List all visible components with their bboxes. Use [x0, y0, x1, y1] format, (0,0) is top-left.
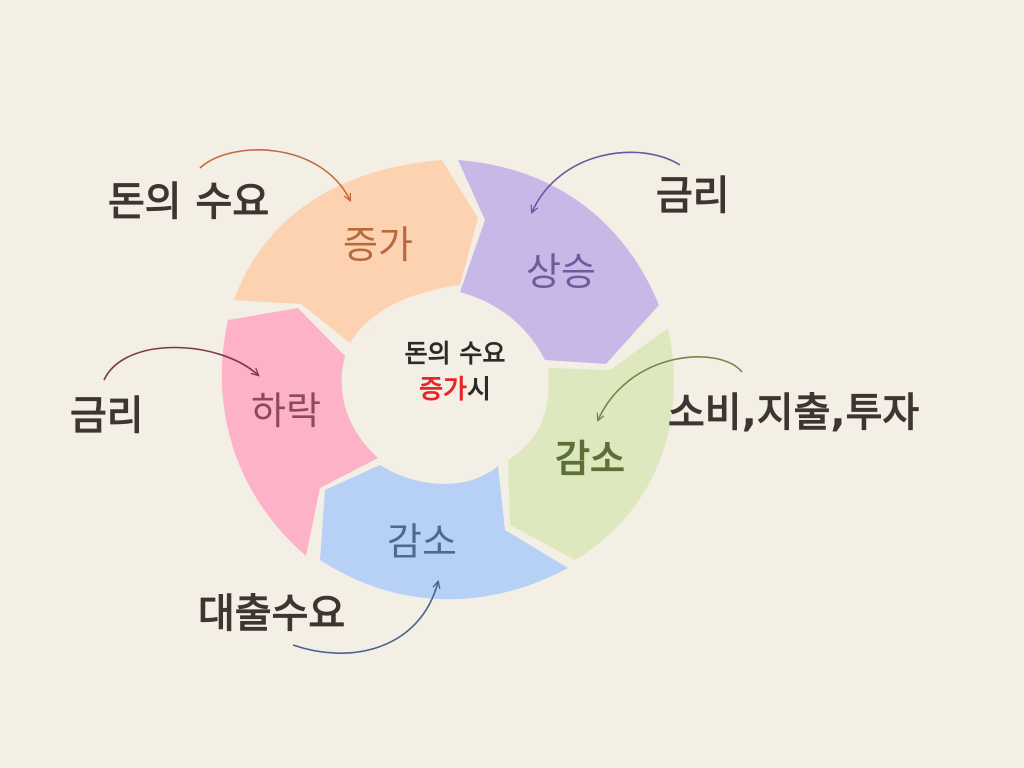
label-interest-rate-top: 금리 [656, 173, 730, 219]
arrow-money-demand [199, 149, 350, 200]
label-money-demand: 돈의 수요 [108, 179, 270, 225]
segment-right-text: 감소 [555, 437, 625, 481]
arrow-consumption-spending-investment [598, 356, 743, 420]
segment-left [221, 308, 378, 556]
segment-top-left-text: 증가 [343, 223, 413, 267]
label-consumption-spending-investment: 소비,지출,투자 [668, 390, 920, 436]
segment-top-right [458, 160, 659, 364]
label-interest-rate-left: 금리 [70, 393, 144, 439]
arrow-interest-rate-top [532, 151, 681, 212]
center-title: 돈의 수요 [404, 339, 506, 368]
segment-top-left [234, 160, 478, 343]
label-loan-demand: 대출수요 [198, 591, 346, 637]
center-text: 돈의 수요 증가시 [370, 336, 540, 410]
segment-left-text: 하락 [251, 389, 321, 433]
segment-bottom [320, 465, 568, 600]
center-disc [350, 292, 538, 480]
arrow-loan-demand [292, 582, 438, 654]
segment-top-right-text: 상승 [526, 250, 596, 294]
arrow-interest-rate-left [103, 346, 258, 381]
center-subtitle: 증가시 [370, 372, 540, 410]
segment-bottom-text: 감소 [387, 520, 457, 564]
center-highlight: 증가 [419, 375, 467, 406]
center-rest: 시 [466, 375, 491, 406]
segment-right [508, 328, 675, 560]
